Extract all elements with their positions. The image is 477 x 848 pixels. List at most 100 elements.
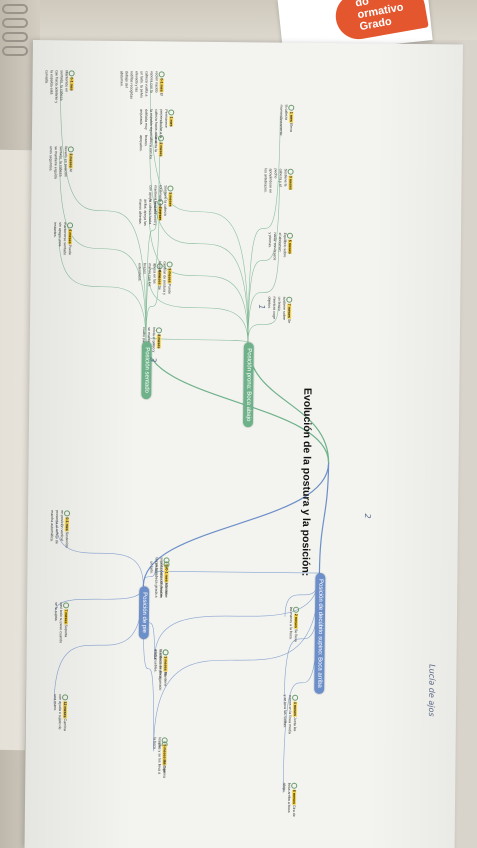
milestone-node: 0-1 mes El recién nacido reposa con la c… [118, 71, 165, 99]
notebook-rings [2, 0, 28, 70]
branch-connector [142, 463, 330, 587]
node-connector [148, 273, 249, 343]
booklet-badge: do ormativo Grado [332, 0, 429, 43]
check-circle-icon [163, 561, 170, 568]
mind-map-connectors [53, 80, 330, 793]
milestone-node: 0-1 mes Mantiene una postura de flexión,… [148, 561, 170, 601]
milestone-text: Sostiene la cabeza y el pecho apoyándose… [263, 168, 288, 194]
milestone-age: 0-1 mes [69, 77, 74, 91]
branch-connector [145, 341, 330, 464]
node-connector [247, 178, 280, 343]
milestone-node: 2 meses Se lleva las manos a la boca. [288, 606, 300, 647]
check-circle-icon [168, 109, 175, 116]
annotation-number: 3 [148, 357, 158, 363]
milestone-age: 9 meses [167, 268, 172, 284]
milestone-age: 4 meses [292, 701, 298, 717]
milestone-age: 6 meses [292, 789, 297, 805]
check-circle-icon [291, 782, 298, 789]
milestone-node: 5 meses Sostiene la cabeza totalmente re… [147, 185, 174, 219]
milestone-node: 5 meses Se coge los pies y se los lleva … [151, 737, 168, 777]
milestone-node: 5 meses Equilibrio sobre el abdomen; nad… [267, 232, 293, 260]
check-circle-icon [166, 261, 173, 268]
central-topic-title: Evolución de la postura y la posición: [299, 387, 314, 577]
milestone-node: 3 meses Mantiene la cabeza en línea medi… [152, 649, 169, 689]
milestone-node: 6 meses Puede mantenerse sentado sin apo… [52, 222, 74, 256]
node-connector [247, 242, 280, 343]
milestone-age: 0-1 mes [159, 78, 164, 93]
check-circle-icon [64, 510, 71, 517]
annotation-number: 2 [363, 513, 373, 519]
node-connector [247, 306, 279, 343]
check-circle-icon [158, 71, 165, 78]
milestone-age: 0-1 mes [164, 568, 169, 583]
milestone-age: 6 meses [67, 229, 73, 245]
check-circle-icon [161, 737, 168, 744]
branch-label: Posición sentado [141, 341, 152, 399]
milestone-node: 7 meses Soporta casi todo su peso cuando… [53, 602, 70, 644]
milestone-age: 2 meses [158, 142, 163, 157]
milestone-node: 0-1 mes Sostenido en posición vertical p… [49, 510, 71, 552]
milestone-age: 2 meses [293, 613, 299, 629]
check-circle-icon [292, 694, 299, 701]
milestone-node: 1 mes Eleva la cabeza momentáneamente. [278, 104, 295, 137]
milestone-age: 8 meses [156, 334, 161, 349]
milestone-text: Mantenido en sentado, la cabeza cae haci… [44, 70, 69, 104]
node-connector [148, 209, 249, 343]
milestone-age: 7 meses [63, 609, 69, 625]
check-circle-icon [63, 602, 70, 609]
handwritten-header: Lucía de ajos [426, 664, 437, 717]
branch-label: Posición de decúbito supino: Boca arriba [314, 572, 326, 694]
node-connector [142, 567, 156, 587]
node-connector [59, 156, 147, 342]
milestone-age: 7 meses [287, 303, 292, 319]
mind-map-sheet: Evolución de la postura y la posición: L… [24, 40, 463, 848]
milestone-node: 0-1 mes Mantenido en sentado, la cabeza … [43, 70, 75, 104]
milestone-node: 7 meses Se sostiene sobre un brazo mient… [266, 296, 293, 324]
milestone-age: 5 meses [168, 192, 173, 207]
node-connector [153, 573, 320, 748]
check-circle-icon [288, 104, 295, 111]
check-circle-icon [68, 70, 75, 77]
milestone-age: 5 meses [162, 744, 167, 760]
node-connector [145, 271, 159, 342]
check-circle-icon [155, 327, 162, 334]
branch-connector [318, 463, 330, 574]
check-circle-icon [286, 232, 293, 239]
node-connector [247, 114, 281, 343]
check-circle-icon [287, 168, 294, 175]
milestone-node: 1 mes Permanece perpendicular a la cabez… [138, 109, 175, 144]
milestone-node: 3 meses Al llevarlo en posición sentado,… [48, 146, 74, 180]
node-connector [145, 119, 161, 342]
branch-label: Posición prona: Boca abajo [242, 342, 254, 428]
node-connector [155, 571, 320, 574]
node-connector [150, 81, 249, 343]
node-connector [58, 232, 147, 342]
node-connector [154, 573, 320, 660]
node-connector [53, 586, 144, 705]
milestone-age: 3 meses [163, 656, 168, 672]
check-circle-icon [62, 694, 69, 701]
milestone-age: 1 mes [289, 111, 294, 123]
check-circle-icon [293, 606, 300, 613]
milestone-text: Permanece perpendicular a la cabeza haci… [139, 109, 169, 144]
node-connector [147, 336, 249, 343]
milestone-node: 6 meses Gira de boca arriba a boca abajo… [281, 782, 298, 823]
milestone-text: Sostiene la cabeza totalmente recta y se… [148, 185, 168, 219]
milestone-node: 4 meses Junta las manos en la línea medi… [282, 694, 299, 735]
milestone-age: 1 mes [169, 116, 174, 127]
milestone-text: Equilibrio sobre el abdomen; nadar con b… [267, 232, 287, 261]
check-circle-icon [67, 146, 74, 153]
milestone-node: 12 meses Camina con ayuda o sujeto de un… [52, 694, 69, 736]
check-circle-icon [67, 222, 74, 229]
milestone-age: 3 meses [288, 175, 293, 190]
check-circle-icon [162, 649, 169, 656]
node-connector [149, 145, 249, 343]
milestone-node: 3 meses Sostiene la cabeza y el pecho ap… [262, 168, 294, 196]
mind-map: Evolución de la postura y la posición: L… [25, 40, 463, 848]
milestone-age: 5 meses [287, 239, 292, 254]
milestone-age: 3 meses [68, 153, 73, 169]
check-circle-icon [167, 185, 174, 192]
node-connector [145, 195, 160, 342]
node-connector [60, 80, 147, 342]
